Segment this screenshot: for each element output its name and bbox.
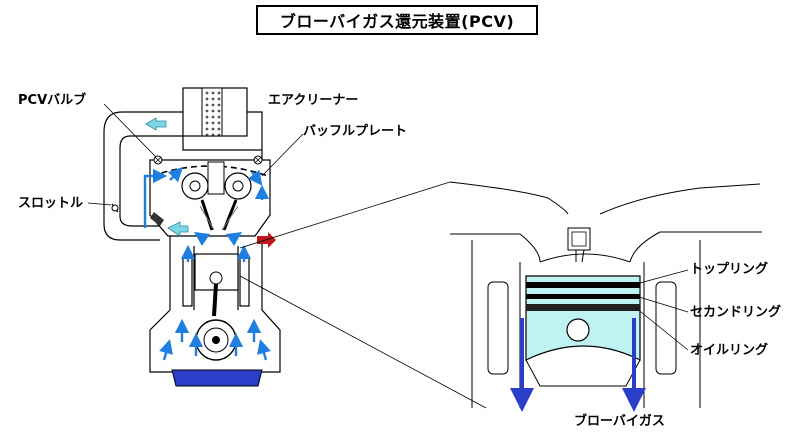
spark-plug xyxy=(567,227,591,263)
intake-cam xyxy=(181,172,209,200)
leader-lines xyxy=(87,103,487,409)
top-ring-groove xyxy=(526,282,640,288)
label-pcv-valve: PCVバルブ xyxy=(18,93,87,108)
label-blowby-gas: ブローバイガス xyxy=(574,414,665,429)
air-cleaner xyxy=(182,87,248,137)
fresh-air-arrow xyxy=(145,117,167,131)
blowby-arrows xyxy=(510,318,646,412)
label-top-ring: トップリング xyxy=(690,262,769,277)
label-throttle: スロットル xyxy=(18,196,84,211)
injector xyxy=(150,212,164,226)
ring-leaders xyxy=(635,269,689,351)
label-air-cleaner: エアクリーナー xyxy=(268,93,359,108)
second-ring-groove xyxy=(526,294,640,299)
diagram-title: ブローバイガス還元装置(PCV) xyxy=(256,5,538,35)
label-second-ring: セカンドリング xyxy=(690,305,782,320)
oil-pan xyxy=(171,369,263,387)
detail-piston xyxy=(525,275,641,387)
cylinder-head xyxy=(149,159,271,237)
piston xyxy=(194,253,239,317)
throttle-body xyxy=(111,203,119,213)
label-oil-ring: オイルリング xyxy=(690,343,769,358)
piston-detail-inset xyxy=(449,181,762,408)
intake-fresh-arrow xyxy=(167,221,189,237)
crankshaft xyxy=(195,319,237,361)
exhaust-cam xyxy=(224,172,252,200)
pcv-valve xyxy=(153,155,263,165)
label-baffle-plate: バッフルプレート xyxy=(303,124,408,139)
oil-ring-groove xyxy=(526,304,640,311)
gas-flow-arrows xyxy=(143,166,271,361)
